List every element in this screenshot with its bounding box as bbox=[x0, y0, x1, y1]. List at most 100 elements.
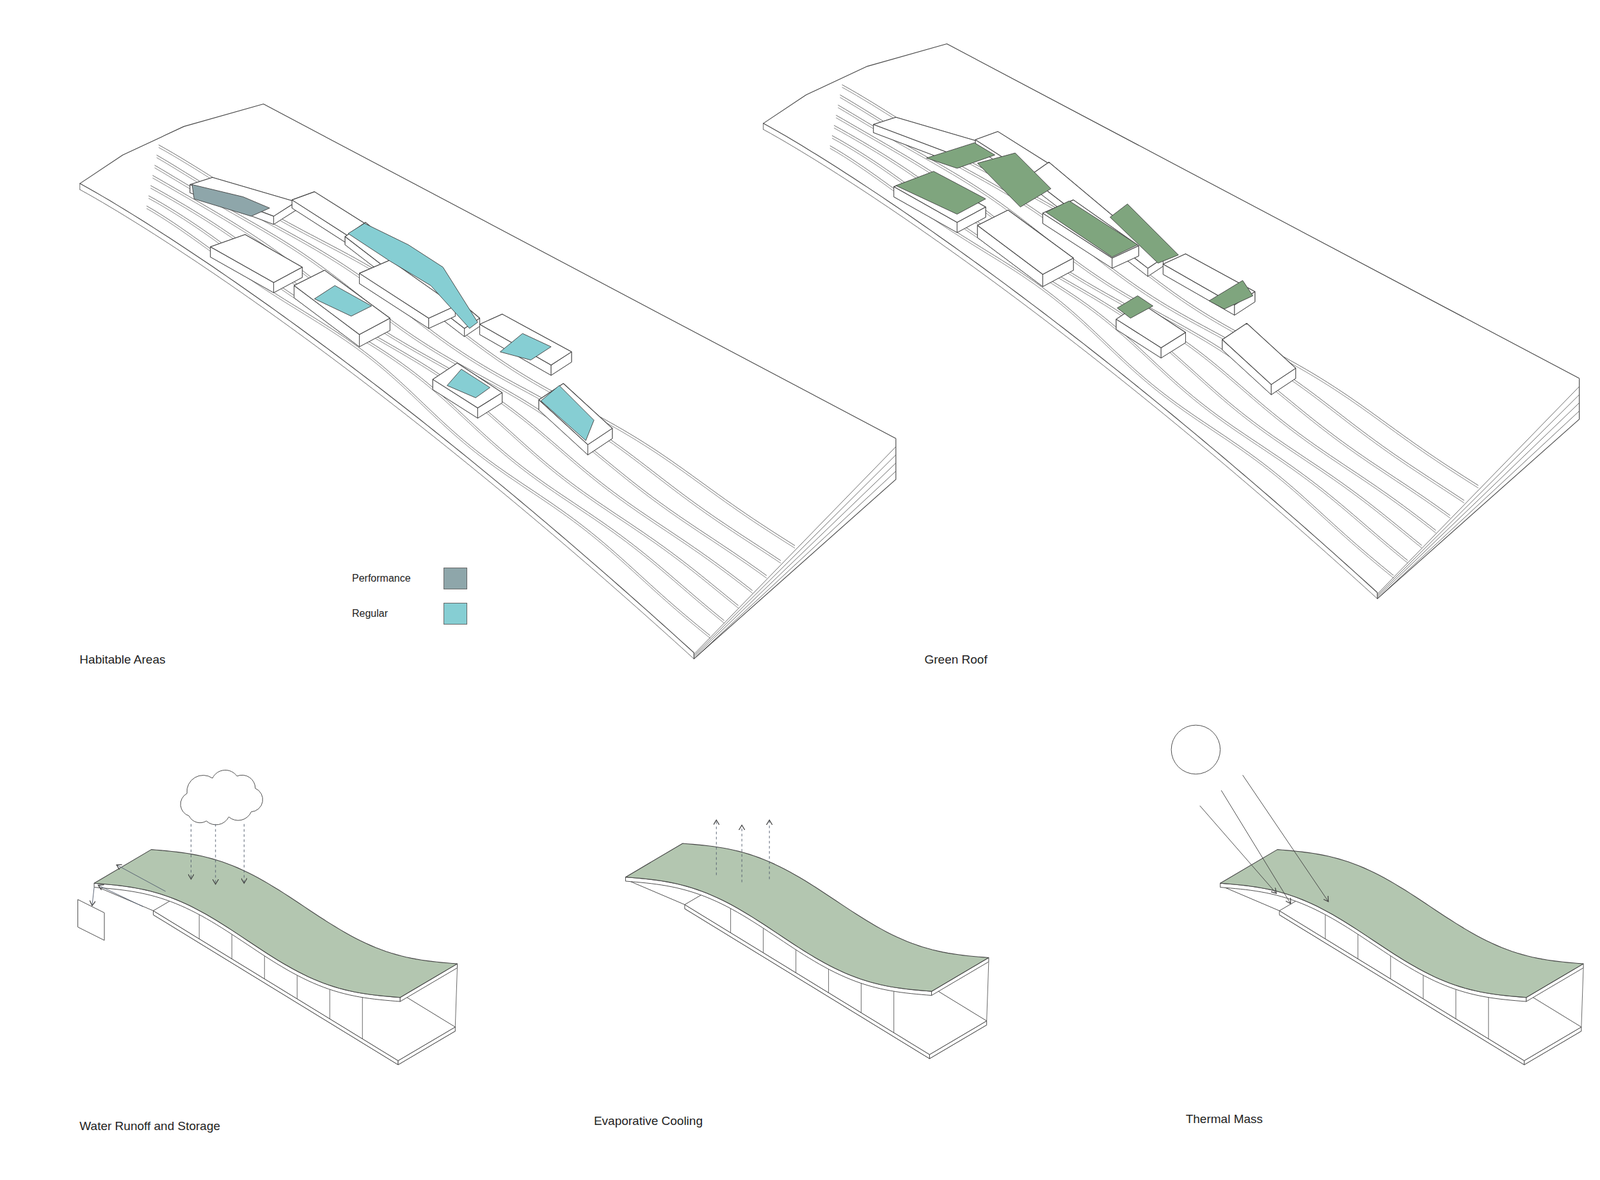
view-caption: Water Runoff and Storage bbox=[79, 1119, 221, 1134]
green-roof-surface bbox=[94, 849, 457, 998]
contour-line bbox=[150, 185, 738, 606]
contour-line bbox=[837, 104, 1450, 516]
roof-module bbox=[625, 819, 989, 1059]
legend-label: Regular bbox=[352, 602, 388, 625]
roof-module bbox=[1171, 725, 1584, 1065]
green-roof bbox=[896, 171, 986, 215]
performance-roof bbox=[192, 184, 270, 216]
contour-line bbox=[148, 195, 724, 621]
contour-line bbox=[146, 208, 710, 639]
contour-line bbox=[158, 147, 795, 548]
contour-line bbox=[146, 206, 710, 636]
glass-mullion bbox=[1422, 975, 1424, 1000]
contour-line bbox=[156, 157, 781, 564]
building-block bbox=[977, 209, 1074, 287]
contour-line bbox=[842, 87, 1479, 488]
building-roof bbox=[1222, 323, 1296, 385]
glass-mullion bbox=[1488, 997, 1489, 1040]
glass-mullion bbox=[828, 969, 829, 994]
glass-mullion bbox=[986, 961, 989, 1021]
solar-ray bbox=[1200, 805, 1277, 894]
site-layer bbox=[693, 463, 896, 658]
glass-mullion bbox=[296, 975, 298, 1000]
legend-row: Regular bbox=[352, 602, 480, 625]
regular-roof bbox=[348, 223, 478, 329]
storage-tank bbox=[78, 899, 105, 941]
legend-label: Performance bbox=[352, 567, 411, 590]
site-layer bbox=[693, 455, 896, 656]
site-layer bbox=[1377, 410, 1580, 599]
runoff-arrow bbox=[97, 885, 143, 907]
sun-symbol bbox=[1171, 725, 1221, 775]
solar-ray bbox=[1242, 775, 1329, 902]
building-block bbox=[432, 362, 502, 418]
glass-mullion bbox=[455, 967, 457, 1027]
green-roof-surface bbox=[625, 843, 989, 992]
glass-mullion bbox=[730, 908, 731, 934]
contour-line bbox=[833, 128, 1422, 548]
site-edge bbox=[80, 104, 896, 440]
glass-mullion bbox=[1357, 934, 1359, 959]
roof-module bbox=[78, 769, 458, 1065]
contour-line bbox=[835, 115, 1436, 531]
runoff-arrow bbox=[92, 887, 95, 907]
contour-line bbox=[152, 175, 752, 591]
view-caption: Evaporative Cooling bbox=[593, 1114, 703, 1129]
terrain-model bbox=[762, 44, 1579, 600]
site-edge bbox=[762, 129, 1378, 599]
contour-line bbox=[830, 145, 1394, 576]
glass-mullion bbox=[860, 983, 862, 1014]
regular-roof bbox=[314, 285, 372, 317]
green-roof bbox=[1110, 204, 1179, 264]
site-edge bbox=[762, 123, 764, 130]
cloud-symbol bbox=[180, 769, 263, 825]
building-block bbox=[293, 270, 390, 347]
contour-line bbox=[833, 125, 1422, 546]
contour-line bbox=[154, 167, 767, 578]
glass-mullion bbox=[1581, 967, 1584, 1027]
site-layer bbox=[693, 471, 896, 659]
rain-arrow bbox=[243, 824, 245, 884]
building-roof bbox=[190, 177, 297, 217]
building-roof bbox=[293, 270, 390, 335]
glass-mullion bbox=[1324, 914, 1326, 939]
building-roof bbox=[480, 314, 572, 366]
building-block bbox=[480, 314, 572, 376]
contour-line bbox=[830, 148, 1394, 578]
contour-line bbox=[832, 138, 1408, 564]
site-edge bbox=[79, 183, 80, 191]
green-roof bbox=[1208, 280, 1254, 310]
vapour-arrow bbox=[741, 824, 743, 882]
green-roof-surface bbox=[1220, 849, 1584, 998]
runoff-arrow bbox=[116, 865, 166, 892]
rain-arrow bbox=[190, 824, 192, 880]
glass-mullion bbox=[1390, 956, 1391, 980]
regular-roof bbox=[499, 333, 552, 360]
contour-line bbox=[835, 117, 1436, 534]
building-block bbox=[538, 383, 613, 456]
view-caption: Green Roof bbox=[924, 652, 988, 667]
glass-mullion bbox=[1455, 989, 1456, 1019]
glass-mullion bbox=[362, 997, 363, 1040]
view-caption: Thermal Mass bbox=[1185, 1112, 1263, 1127]
vapour-arrow bbox=[716, 819, 717, 875]
building-block bbox=[190, 177, 297, 224]
glass-mullion bbox=[264, 956, 265, 980]
building-block bbox=[1222, 323, 1296, 395]
building-roof bbox=[432, 362, 502, 408]
glass-mullion bbox=[762, 928, 764, 953]
regular-roof bbox=[447, 369, 491, 399]
site-edge bbox=[763, 44, 1580, 379]
legend-swatch bbox=[443, 602, 468, 625]
vapour-arrow bbox=[769, 819, 770, 879]
terrain-model bbox=[79, 104, 896, 660]
site-layer bbox=[1377, 394, 1580, 596]
green-roof bbox=[1117, 295, 1154, 319]
glass-mullion bbox=[893, 991, 895, 1033]
building-block bbox=[210, 234, 303, 294]
building-roof bbox=[538, 383, 613, 445]
contour-line bbox=[152, 177, 752, 594]
site-layer bbox=[1377, 403, 1580, 598]
